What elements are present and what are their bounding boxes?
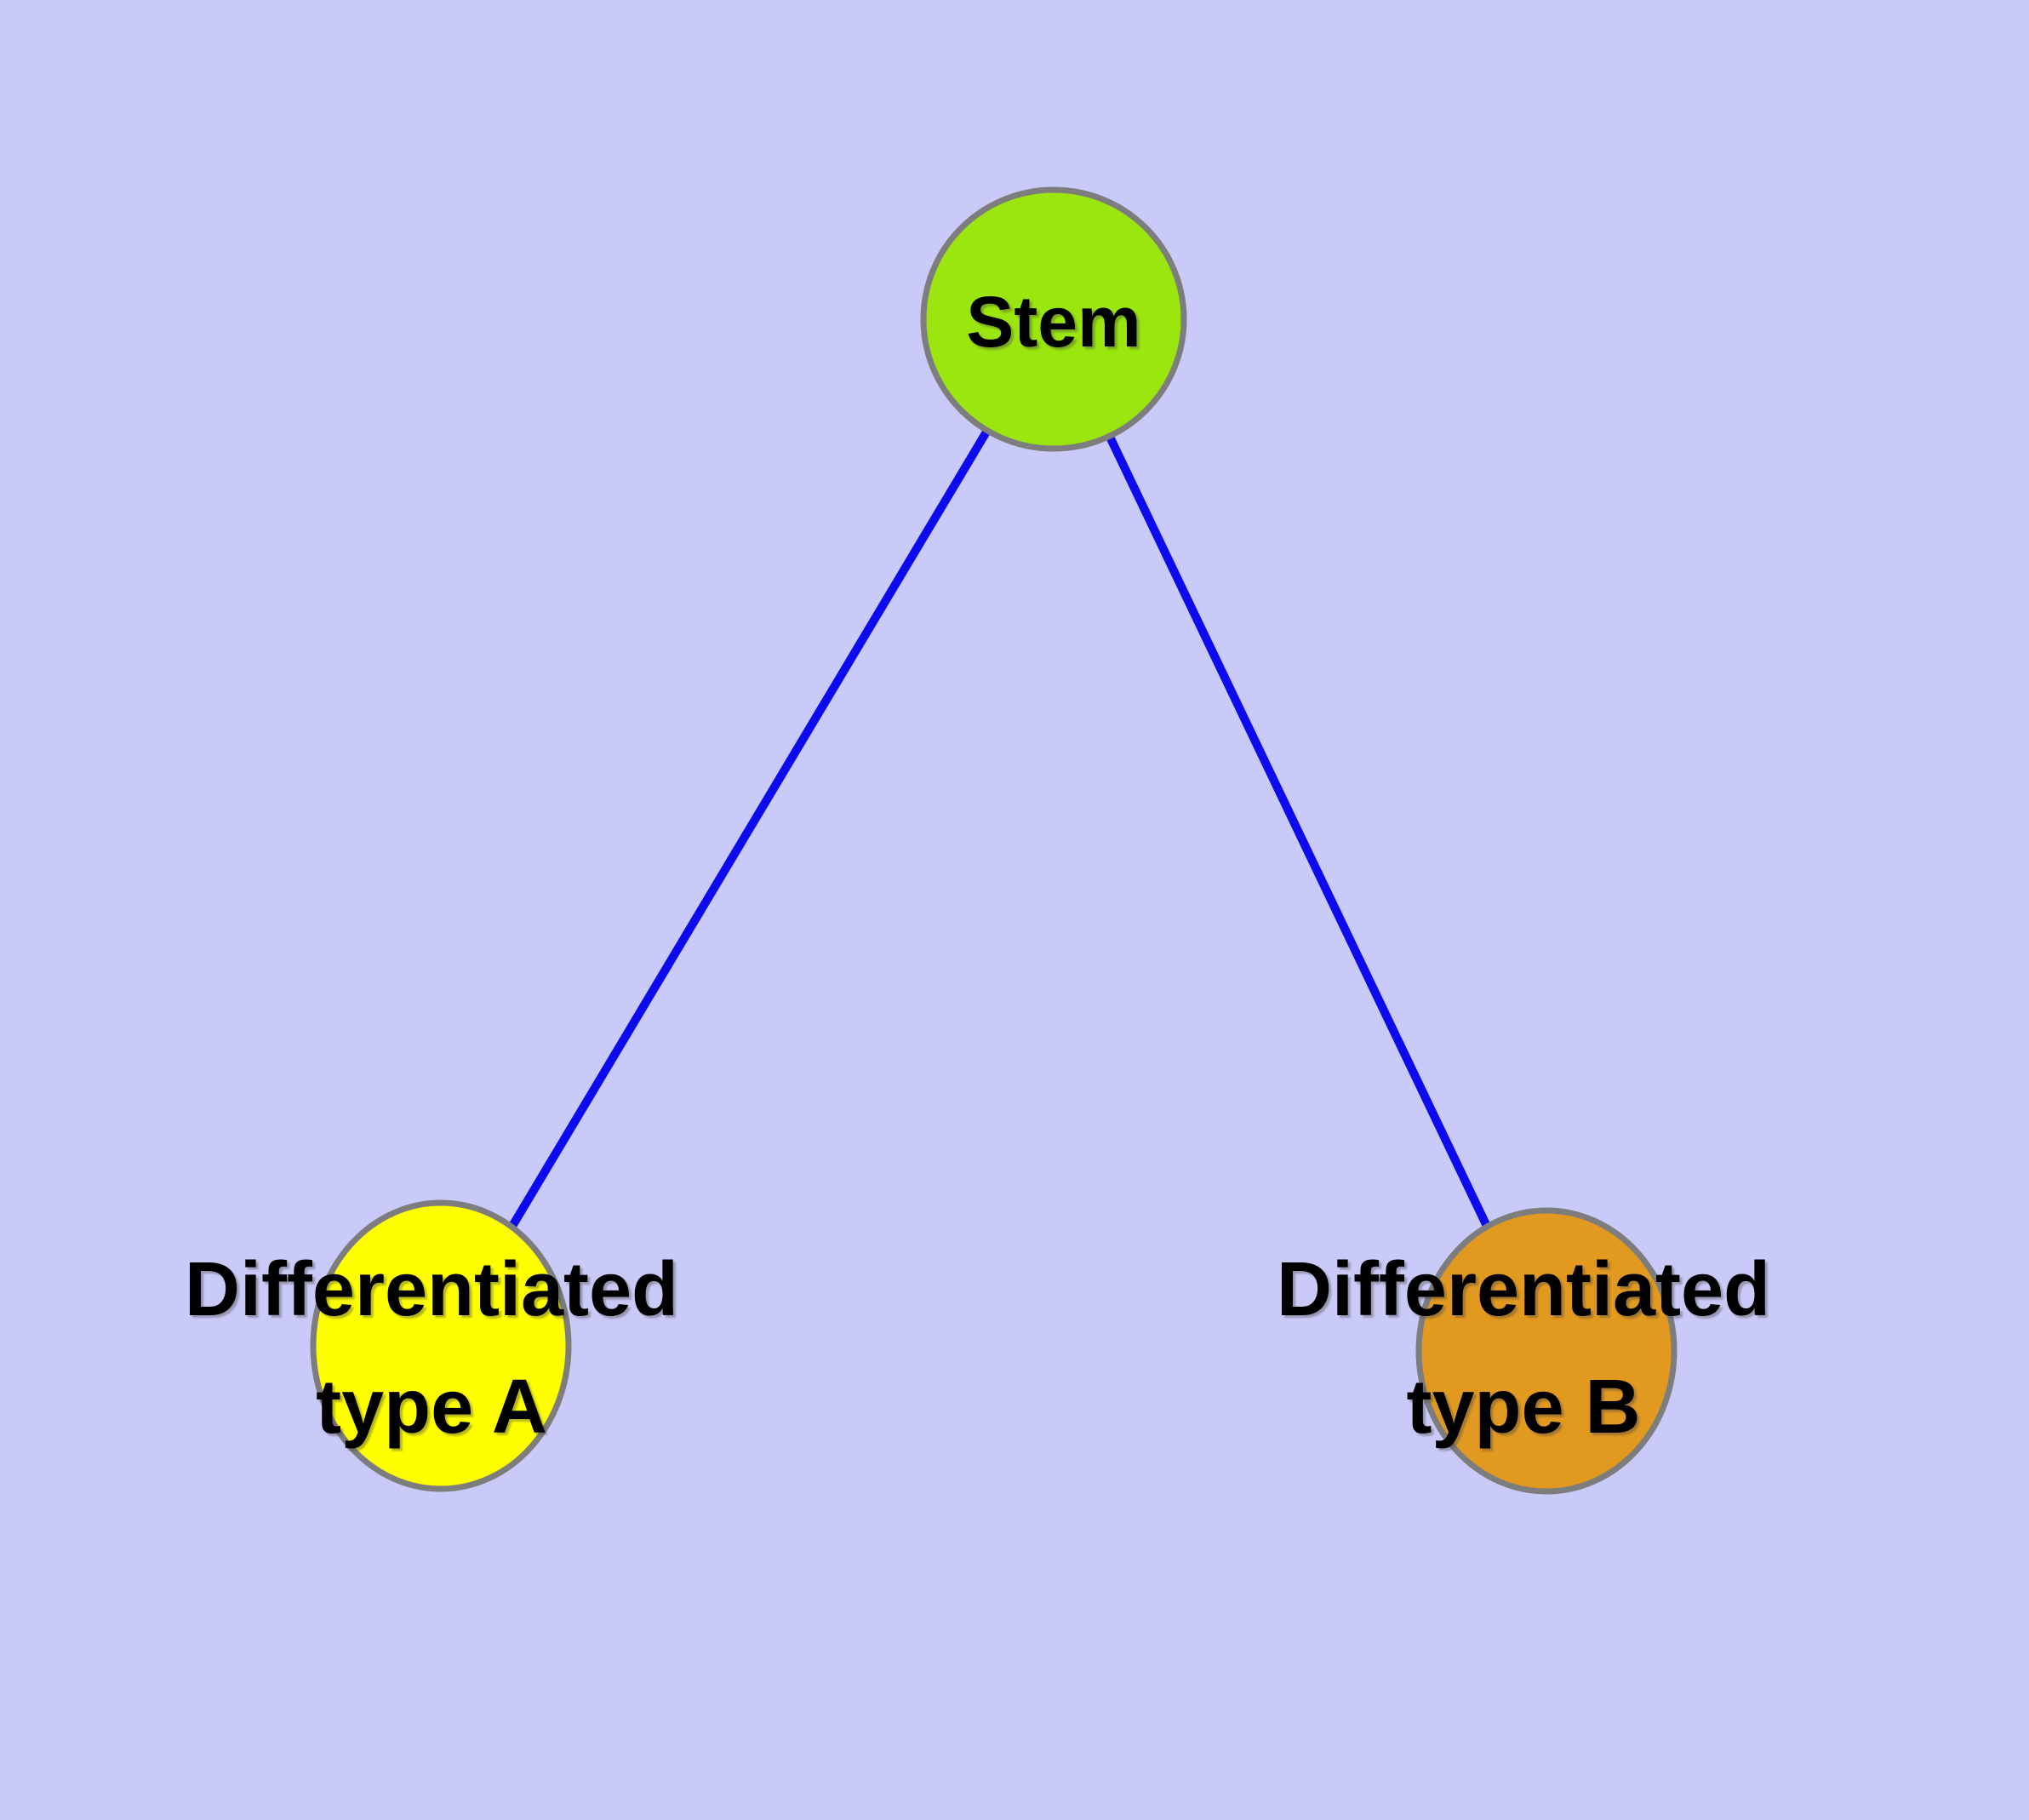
node-label-type-a-line2: type A: [316, 1365, 547, 1450]
node-label-type-b-line2: type B: [1406, 1365, 1640, 1450]
node-label-type-a-line1: Differentiated: [185, 1247, 678, 1332]
node-label-stem: Stem: [966, 282, 1140, 362]
edge-stem-to-type-a: [437, 317, 1058, 1348]
node-differentiated-type-a: [310, 1199, 572, 1492]
node-label-type-b-line1: Differentiated: [1277, 1247, 1770, 1332]
edge-stem-to-type-b: [1049, 317, 1551, 1354]
node-stem: [920, 186, 1187, 452]
node-differentiated-type-b: [1415, 1207, 1677, 1495]
